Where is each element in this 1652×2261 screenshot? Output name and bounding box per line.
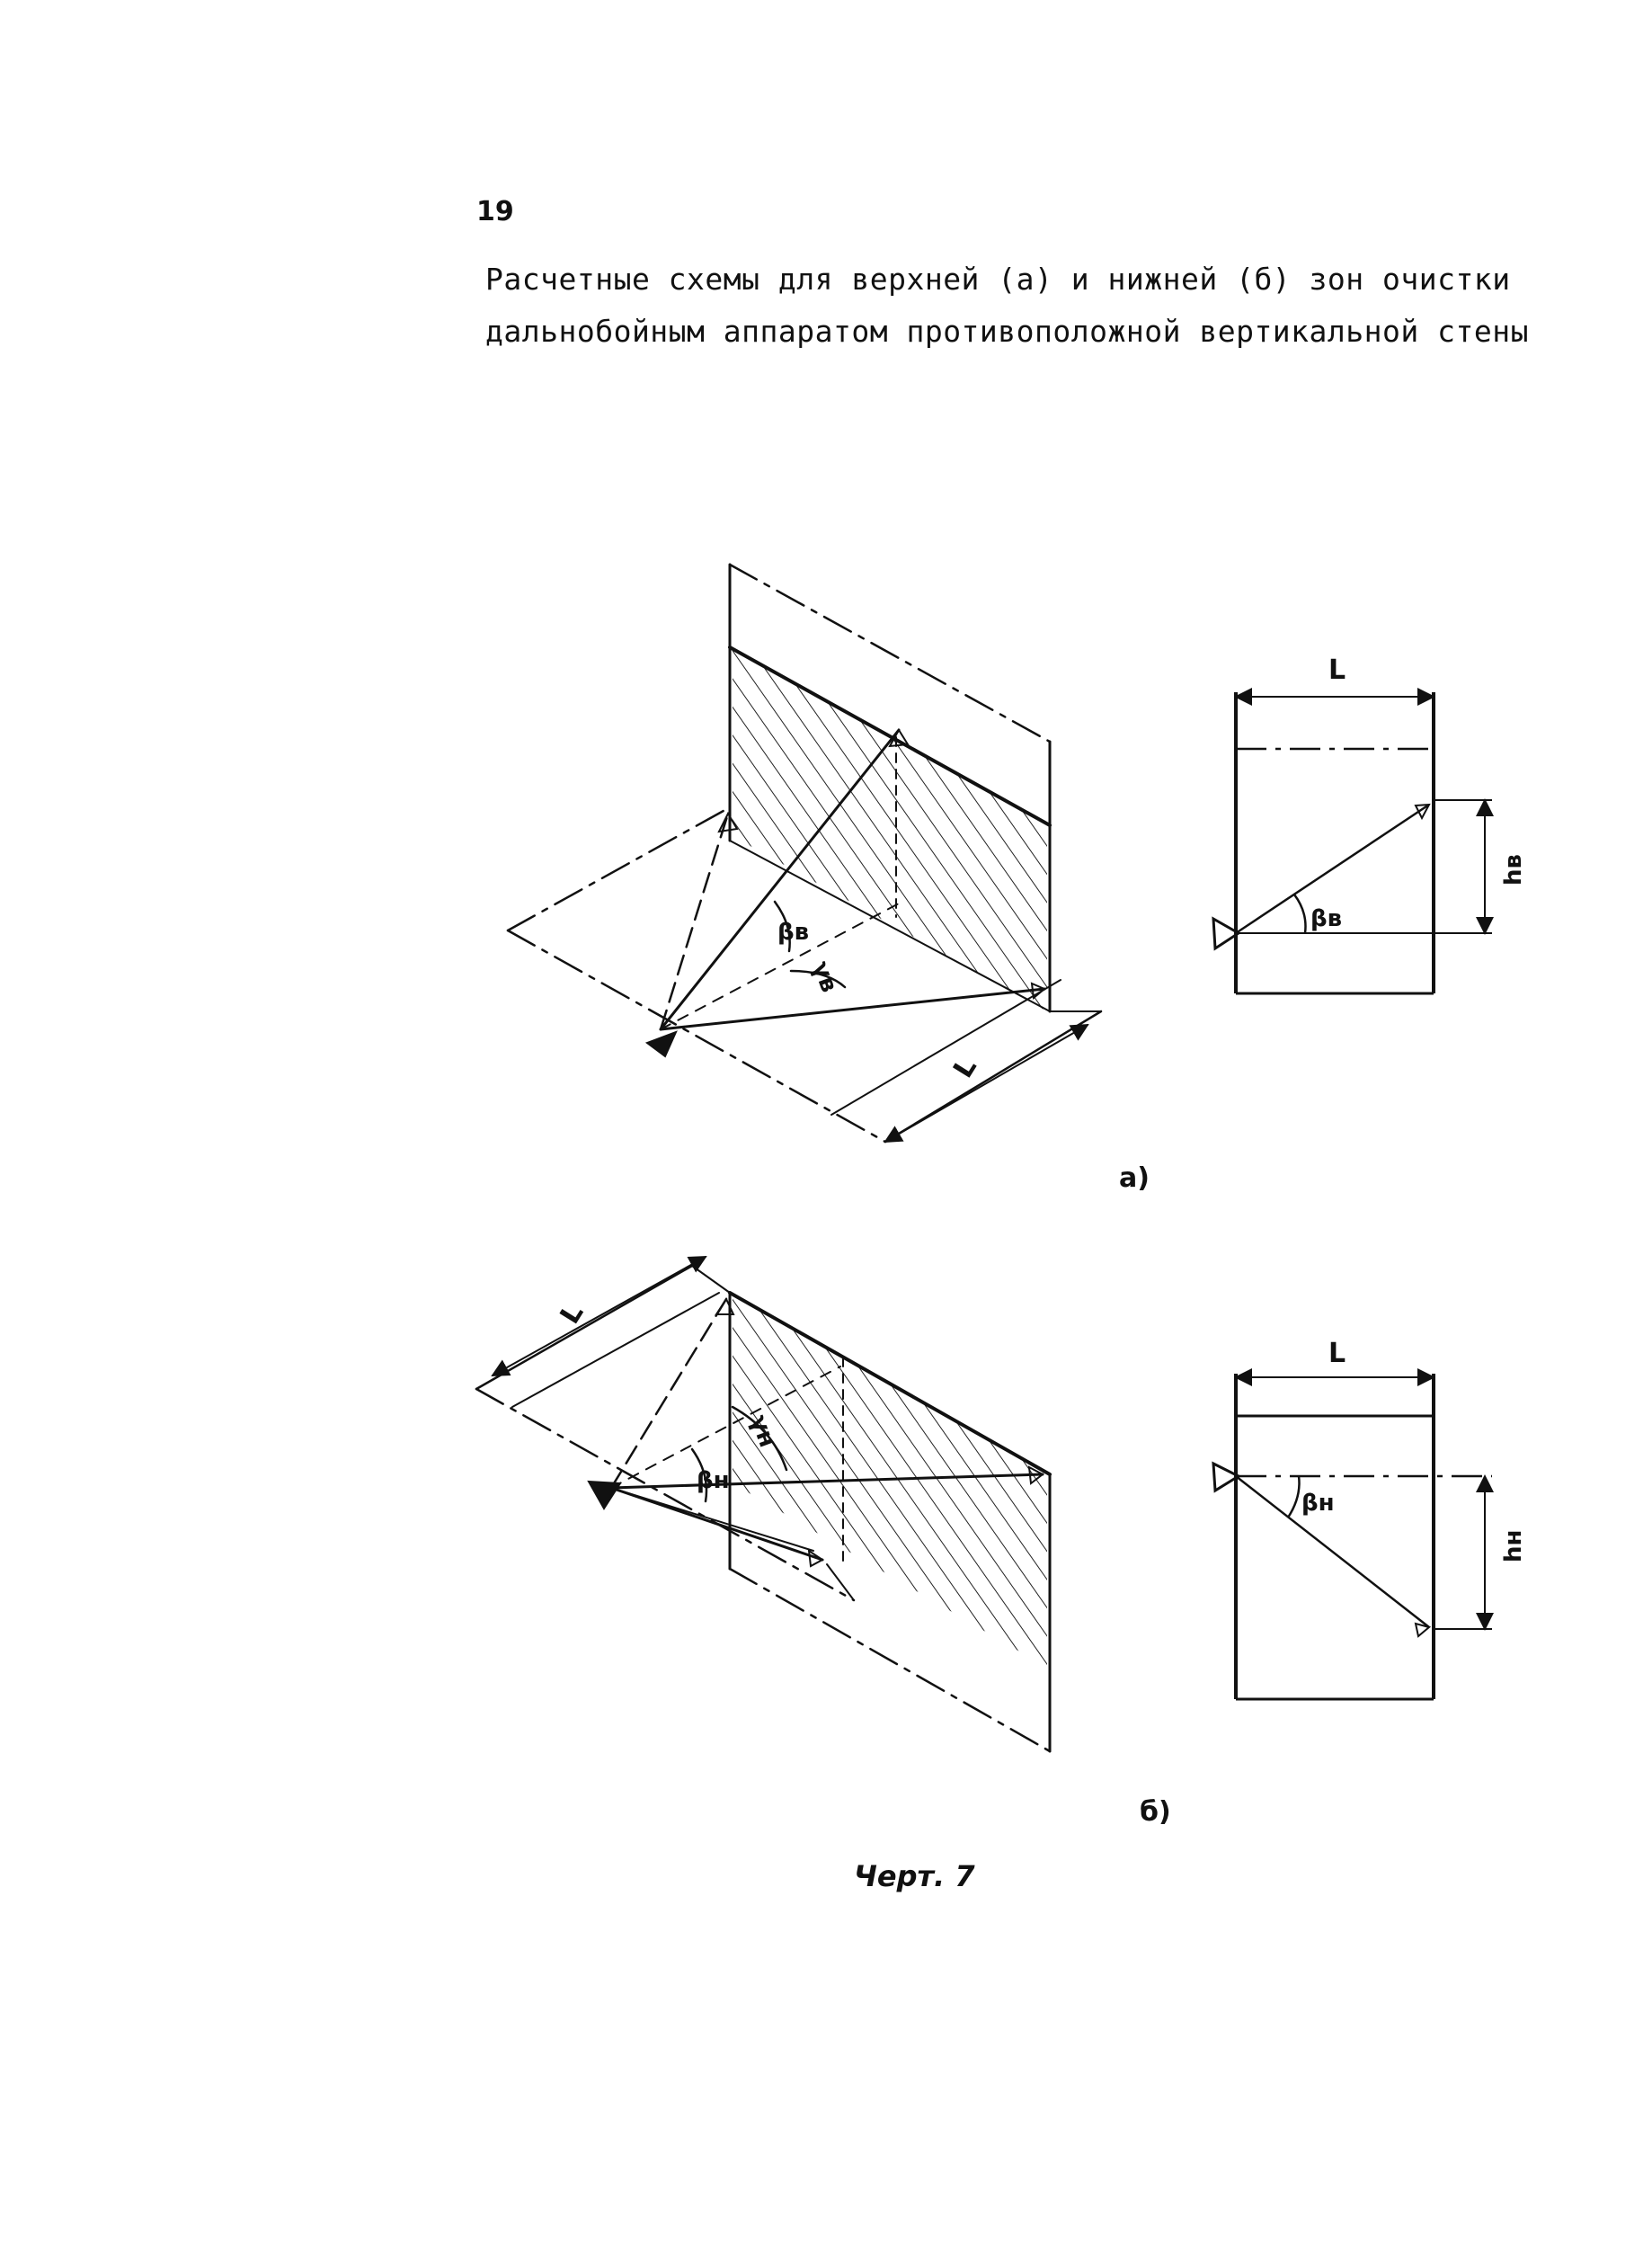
nozzle-icon xyxy=(587,1480,622,1510)
diagram-b-plan-height: hн xyxy=(1500,1530,1527,1562)
nozzle-icon xyxy=(1212,1461,1242,1493)
page-title: Расчетные схемы для верхней (а) и нижней… xyxy=(485,254,1529,358)
diagram-b-isometric xyxy=(475,1256,1052,1753)
diagram-a-plan-length: L xyxy=(1328,654,1346,686)
diagram-a-plan-height: hв xyxy=(1500,854,1527,886)
page-number: 19 xyxy=(476,196,514,227)
diagram-a-length-label: L xyxy=(947,1053,983,1084)
diagram-a-plan xyxy=(1212,688,1494,995)
nozzle-icon xyxy=(644,1030,678,1058)
diagram-a-label: а) xyxy=(1119,1162,1150,1194)
title-line-2: дальнобойным аппаратом противоположной в… xyxy=(485,314,1529,349)
figure-caption: Черт. 7 xyxy=(854,1859,975,1893)
diagram-b-plan xyxy=(1212,1368,1494,1701)
diagram-a-isometric xyxy=(506,563,1103,1144)
nozzle-icon xyxy=(1212,916,1241,951)
diagram-b-angle-beta: βн xyxy=(697,1467,730,1494)
hatched-zone-a xyxy=(733,647,1047,1011)
diagram-a-angle-gamma: γв xyxy=(806,957,842,995)
diagram-a-angle-beta: βв xyxy=(777,919,809,946)
diagram-b-label: б) xyxy=(1140,1796,1171,1828)
diagram-b-plan-angle: βн xyxy=(1301,1490,1335,1517)
diagram-b-plan-length: L xyxy=(1328,1338,1346,1369)
title-line-1: Расчетные схемы для верхней (а) и нижней… xyxy=(485,262,1511,297)
diagram-a-plan-angle: βв xyxy=(1310,905,1342,932)
